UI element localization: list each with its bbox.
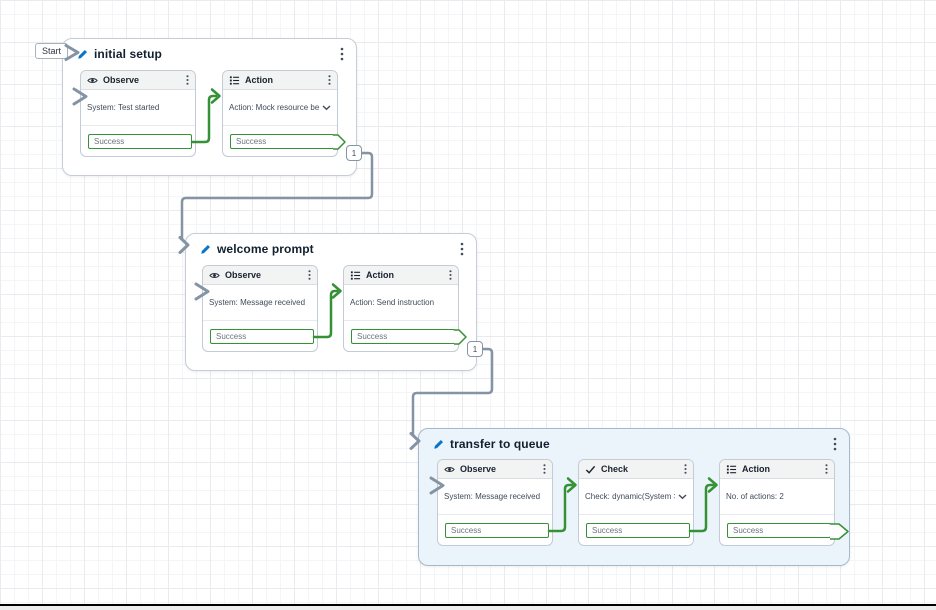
port-label: Success <box>733 526 764 535</box>
kebab-menu-icon[interactable] <box>340 47 344 61</box>
start-marker: Start <box>35 43 69 59</box>
card-body: System: Message received <box>438 479 552 515</box>
card-footer: Success <box>579 515 693 544</box>
kebab-menu-icon[interactable] <box>308 269 311 281</box>
card-body-text: Action: Send instruction <box>350 298 435 307</box>
card-footer: Success <box>720 515 834 544</box>
card-title: Action <box>245 75 273 85</box>
step-card-observe[interactable]: Observe System: Message received Success <box>202 265 318 352</box>
card-footer: Success <box>81 126 195 155</box>
group-title: initial setup <box>94 47 162 61</box>
success-port[interactable]: Success <box>727 523 831 538</box>
success-port[interactable]: Success <box>210 329 314 344</box>
card-body: No. of actions: 2 <box>720 479 834 515</box>
chevron-down-icon[interactable] <box>678 493 687 500</box>
edit-pencil-icon[interactable] <box>433 439 444 450</box>
kebab-menu-icon[interactable] <box>684 463 687 475</box>
block-group-initial-setup[interactable]: initial setup Observe System: Test start… <box>62 38 357 176</box>
card-footer: Success <box>344 321 458 350</box>
check-icon <box>585 464 596 475</box>
kebab-menu-icon[interactable] <box>833 437 837 451</box>
step-card-action[interactable]: Action No. of actions: 2 Success <box>719 459 835 546</box>
card-title: Check <box>601 464 629 474</box>
card-footer: Success <box>223 126 337 155</box>
card-header: Action <box>344 266 458 285</box>
connection-count-badge[interactable]: 1 <box>467 341 483 357</box>
port-label: Success <box>216 332 247 341</box>
group-title: transfer to queue <box>450 437 550 451</box>
step-card-observe[interactable]: Observe System: Message received Success <box>437 459 553 546</box>
card-title: Action <box>366 270 394 280</box>
kebab-menu-icon[interactable] <box>449 269 452 281</box>
kebab-menu-icon[interactable] <box>460 242 464 256</box>
connection-count-badge[interactable]: 1 <box>346 145 362 161</box>
card-footer: Success <box>203 321 317 350</box>
card-footer: Success <box>438 515 552 544</box>
block-group-welcome-prompt[interactable]: welcome prompt Observe System: Message r… <box>185 233 477 371</box>
step-card-check[interactable]: Check Check: dynamic(System >... Success <box>578 459 694 546</box>
card-body-text: No. of actions: 2 <box>726 492 784 501</box>
card-title: Observe <box>460 464 497 474</box>
success-port[interactable]: Success <box>445 523 549 538</box>
card-body: System: Message received <box>203 285 317 321</box>
card-header: Check <box>579 460 693 479</box>
card-header: Action <box>223 71 337 90</box>
card-title: Action <box>742 464 770 474</box>
card-body-text: Action: Mock resource be... <box>229 103 319 112</box>
port-label: Success <box>357 332 388 341</box>
card-body: System: Test started <box>81 90 195 126</box>
card-body-text: System: Message received <box>444 492 541 501</box>
port-label: Success <box>236 137 267 146</box>
group-title: welcome prompt <box>217 242 314 256</box>
step-card-action[interactable]: Action Action: Send instruction Success <box>343 265 459 352</box>
group-header: welcome prompt <box>186 234 476 262</box>
list-icon <box>350 270 361 281</box>
card-body-text: Check: dynamic(System >... <box>585 492 675 501</box>
success-port[interactable]: Success <box>88 134 192 149</box>
block-group-transfer-to-queue[interactable]: transfer to queue Observe System: Messag… <box>418 428 850 566</box>
card-body: Action: Send instruction <box>344 285 458 321</box>
card-body-text: System: Message received <box>209 298 306 307</box>
edit-pencil-icon[interactable] <box>200 244 211 255</box>
step-card-action[interactable]: Action Action: Mock resource be... Succe… <box>222 70 338 157</box>
kebab-menu-icon[interactable] <box>186 74 189 86</box>
group-header: initial setup <box>63 39 356 67</box>
port-label: Success <box>592 526 623 535</box>
list-icon <box>726 464 737 475</box>
kebab-menu-icon[interactable] <box>825 463 828 475</box>
card-title: Observe <box>225 270 262 280</box>
card-body: Check: dynamic(System >... <box>579 479 693 515</box>
below-canvas-area <box>0 606 936 610</box>
card-header: Observe <box>203 266 317 285</box>
port-label: Success <box>451 526 482 535</box>
card-body: Action: Mock resource be... <box>223 90 337 126</box>
success-port[interactable]: Success <box>230 134 334 149</box>
list-icon <box>229 75 240 86</box>
edit-pencil-icon[interactable] <box>77 49 88 60</box>
card-header: Action <box>720 460 834 479</box>
success-port[interactable]: Success <box>351 329 455 344</box>
eye-icon <box>444 464 455 475</box>
card-body-text: System: Test started <box>87 103 160 112</box>
step-card-observe[interactable]: Observe System: Test started Success <box>80 70 196 157</box>
card-header: Observe <box>438 460 552 479</box>
chevron-down-icon[interactable] <box>322 104 331 111</box>
group-header: transfer to queue <box>419 429 849 457</box>
kebab-menu-icon[interactable] <box>328 74 331 86</box>
port-label: Success <box>94 137 125 146</box>
canvas-bottom-edge <box>0 604 936 606</box>
eye-icon <box>87 75 98 86</box>
success-port[interactable]: Success <box>586 523 690 538</box>
kebab-menu-icon[interactable] <box>543 463 546 475</box>
eye-icon <box>209 270 220 281</box>
card-title: Observe <box>103 75 140 85</box>
card-header: Observe <box>81 71 195 90</box>
